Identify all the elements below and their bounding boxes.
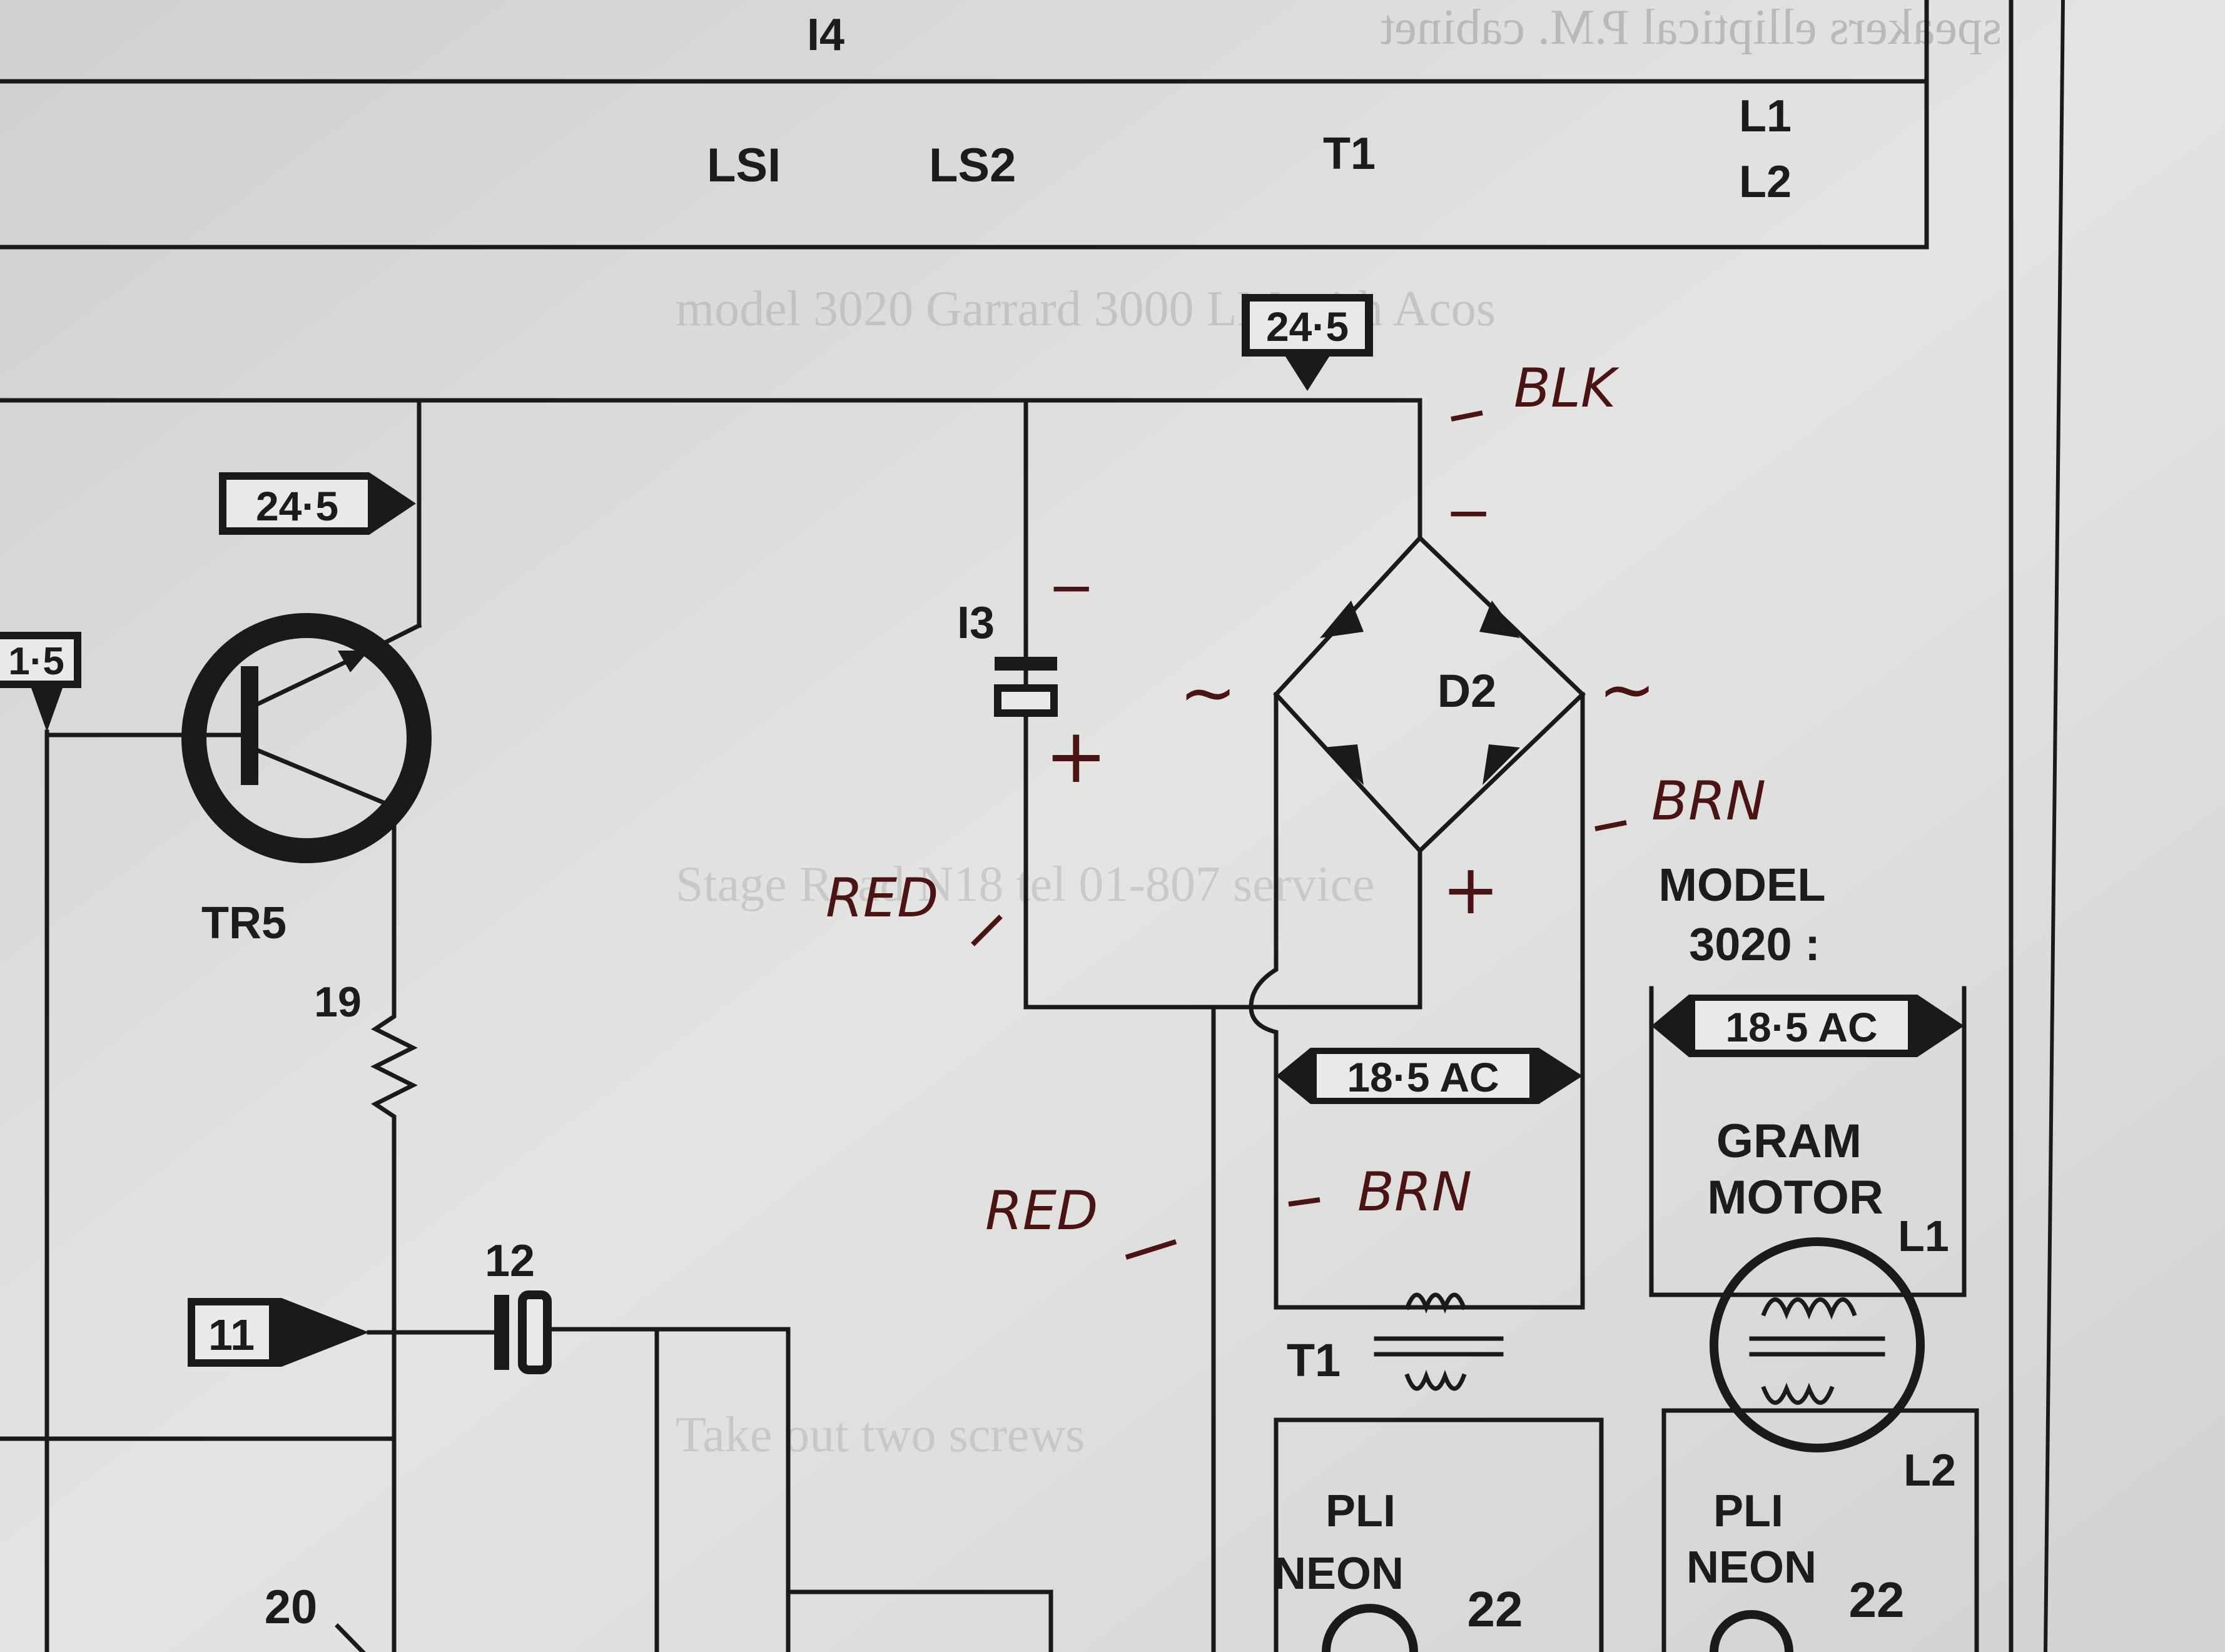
neon-left-line2: NEON: [1274, 1549, 1404, 1599]
model-note-line2: 3020 :: [1689, 918, 1820, 970]
transistor-tr5: TR5: [44, 613, 432, 1003]
neon-pl1-right: PLI NEON 22: [1686, 1486, 1905, 1652]
neon-left-line1: PLI: [1325, 1486, 1396, 1536]
table-ref-l2: L2: [1739, 157, 1792, 207]
table-ref-ls2: LS2: [929, 139, 1016, 192]
note-red-lower: RED: [985, 1180, 1098, 1242]
neon-left-ref: 22: [1467, 1581, 1523, 1637]
capacitor-12: 12: [0, 1236, 1053, 1652]
gram-motor: L2: [1661, 1237, 1979, 1652]
partial-tag: 1·5: [0, 632, 81, 1652]
motor-line2: MOTOR: [1707, 1171, 1883, 1224]
model-note-line1: MODEL: [1658, 859, 1825, 911]
input-tag: 11: [188, 1298, 497, 1367]
table-ref-ls1: LSI: [707, 139, 781, 192]
neon-pl1-left: PLI NEON 22: [1274, 1486, 1523, 1652]
note-minus-bridge: −: [1445, 480, 1492, 545]
capacitor-12-label: 12: [485, 1236, 535, 1286]
neon-right-line1: PLI: [1713, 1486, 1783, 1536]
transistor-label: TR5: [201, 898, 286, 948]
note-red-upper: RED: [826, 867, 938, 930]
supply-tag-left: 24·5: [219, 472, 416, 535]
input-tag-label: 11: [208, 1310, 255, 1359]
ac-tag-bridge: 18·5 AC: [1276, 1048, 1583, 1104]
neon-right-ref: 22: [1849, 1572, 1905, 1628]
motor-l2-label: L2: [1903, 1446, 1956, 1496]
page-frame: [2009, 0, 2065, 1652]
node-20-wire: [335, 1623, 366, 1652]
resistor-label: 19: [314, 978, 362, 1026]
note-ac-right: ~: [1598, 649, 1656, 729]
motor-l1-label: L1: [1898, 1212, 1949, 1260]
capacitor-i3-label: I3: [957, 598, 995, 648]
ac-tag-motor-label: 18·5 AC: [1725, 1004, 1877, 1050]
table-ref-i4: I4: [807, 10, 844, 60]
handwritten-notes: BLK − − + ~ ~ BRN + RED RED BRN: [826, 357, 1766, 1260]
svg-text:Take out two screws: Take out two screws: [676, 1407, 1085, 1462]
table-ref-t1: T1: [1323, 129, 1376, 179]
partial-tag-label: 1·5: [8, 640, 64, 683]
motor-supply: 18·5 AC GRAM MOTOR L1: [1649, 986, 1967, 1297]
supply-tag-main-label: 24·5: [1266, 303, 1349, 350]
note-plus-cap: +: [1045, 713, 1108, 800]
ac-tag-bridge-label: 18·5 AC: [1347, 1054, 1499, 1100]
transformer-t1: T1: [1274, 1292, 1604, 1652]
supply-tag-main: 24·5: [1242, 294, 1373, 391]
note-blk: BLK: [1514, 357, 1620, 420]
note-ac-left: ~: [1179, 652, 1237, 732]
capacitor-i3: I3: [957, 398, 1254, 1652]
reference-table: I4 LSI LS2 T1 L1 L2: [0, 0, 1929, 250]
table-ref-l1: L1: [1739, 91, 1792, 141]
bridge-rectifier-d2: D2: [1249, 535, 1586, 1310]
transformer-label: T1: [1287, 1334, 1341, 1386]
model-note: MODEL 3020 :: [1658, 859, 1825, 970]
note-brn-upper: BRN: [1651, 770, 1766, 833]
motor-line1: GRAM: [1716, 1115, 1862, 1168]
note-brn-lower: BRN: [1357, 1161, 1472, 1224]
neon-right-line2: NEON: [1686, 1543, 1817, 1593]
supply-tag-left-label: 24·5: [256, 483, 338, 529]
note-minus-cap: −: [1048, 555, 1095, 621]
node-20-label: 20: [265, 1581, 318, 1634]
note-plus-bridge: +: [1442, 849, 1499, 930]
svg-text:speakers elliptical P.M. cabin: speakers elliptical P.M. cabinet: [1381, 0, 2002, 55]
resistor-19: 19: [314, 978, 418, 1652]
bridge-label: D2: [1437, 665, 1497, 717]
